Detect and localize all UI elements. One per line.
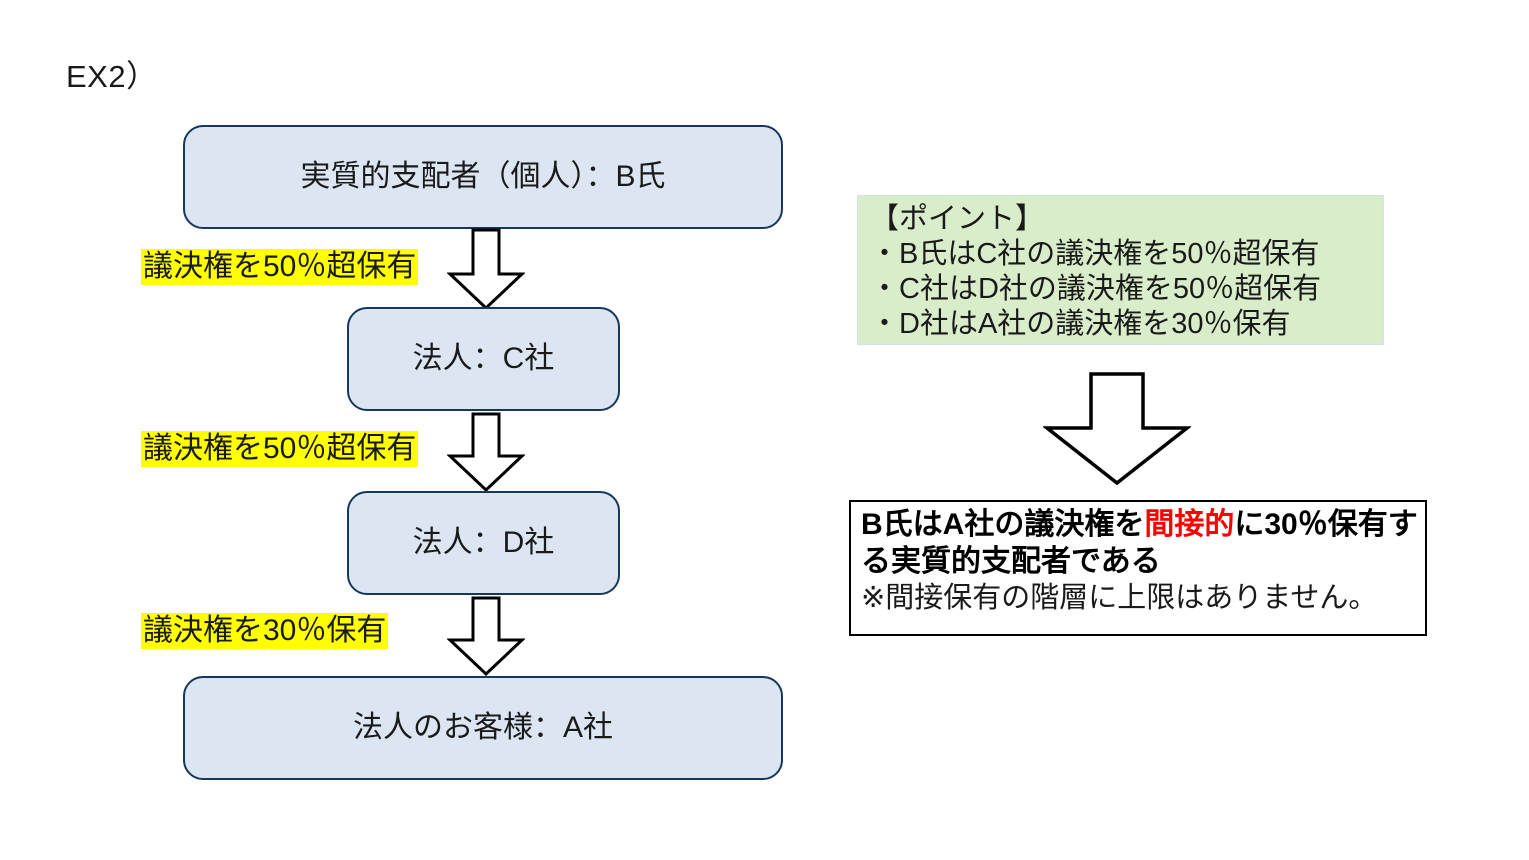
entity-box-company-d: 法人：D社 bbox=[347, 491, 620, 595]
points-panel-item-2: ・C社はD社の議決権を50％超保有 bbox=[870, 273, 1322, 305]
conclusion-statement: B氏はA社の議決権を間接的に30％保有する実質的支配者である bbox=[861, 506, 1425, 580]
entity-box-beneficial-owner: 実質的支配者（個人）：B氏 bbox=[183, 125, 783, 229]
conclusion-line1-highlight: 間接的 bbox=[1144, 508, 1235, 541]
points-panel-item-1: ・B氏はC社の議決権を50％超保有 bbox=[870, 238, 1320, 270]
entity-box-company-c: 法人：C社 bbox=[347, 307, 620, 411]
edge-label-ownership-3: 議決権を30％保有 bbox=[141, 613, 389, 649]
points-panel: 【ポイント】 ・B氏はC社の議決権を50％超保有 ・C社はD社の議決権を50％超… bbox=[857, 195, 1384, 345]
conclusion-line1-after: に30％保 bbox=[1234, 508, 1358, 541]
edge-label-ownership-1: 議決権を50％超保有 bbox=[141, 249, 419, 285]
edge-label-ownership-2: 議決権を50％超保有 bbox=[141, 431, 419, 467]
entity-box-customer-a: 法人のお客様：A社 bbox=[183, 676, 783, 780]
entity-label-company-d: 法人：D社 bbox=[412, 526, 555, 559]
conclusion-box: B氏はA社の議決権を間接的に30％保有する実質的支配者である ※間接保有の階層に… bbox=[849, 500, 1427, 636]
entity-label-customer-a: 法人のお客様：A社 bbox=[352, 711, 613, 744]
points-panel-item-3: ・D社はA社の議決権を30％保有 bbox=[870, 308, 1291, 340]
conclusion-line2: 有する実質的支配者である bbox=[861, 508, 1418, 578]
down-block-arrow-icon-2 bbox=[447, 412, 525, 492]
points-panel-title: 【ポイント】 bbox=[870, 203, 1045, 235]
down-block-arrow-icon-conclusion bbox=[1043, 372, 1191, 486]
entity-label-beneficial-owner: 実質的支配者（個人）：B氏 bbox=[300, 160, 666, 193]
down-block-arrow-icon-3 bbox=[447, 596, 525, 676]
down-block-arrow-icon-1 bbox=[447, 228, 525, 310]
conclusion-note: ※間接保有の階層に上限はありません。 bbox=[861, 582, 1378, 614]
example-label: EX2） bbox=[66, 59, 158, 94]
entity-label-company-c: 法人：C社 bbox=[412, 342, 555, 375]
conclusion-line1-before: B氏はA社の議決権を bbox=[861, 508, 1145, 541]
